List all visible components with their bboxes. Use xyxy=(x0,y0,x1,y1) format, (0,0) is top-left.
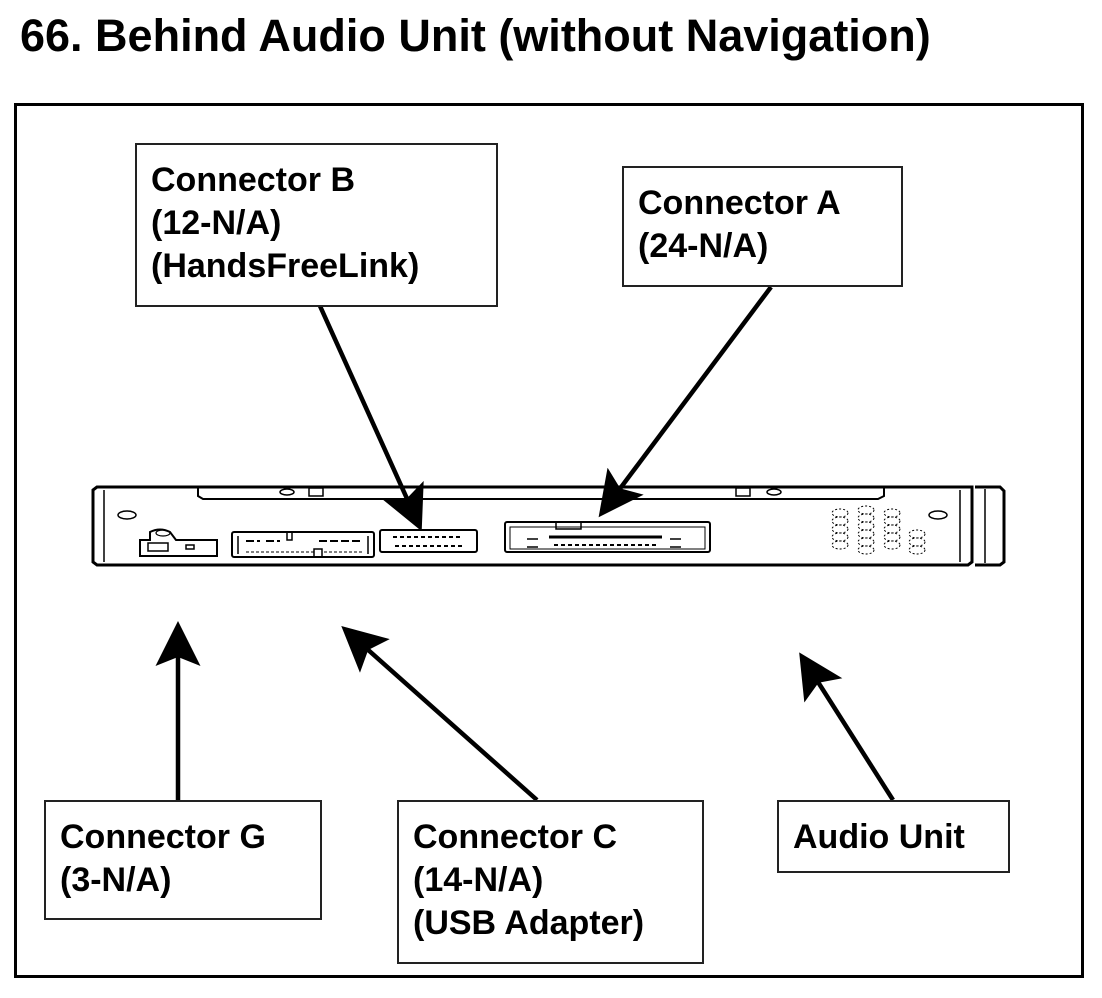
label-connector-g: Connector G (3-N/A) xyxy=(44,800,322,920)
label-line: (HandsFreeLink) xyxy=(151,247,420,285)
label-connector-b: Connector B (12-N/A) (HandsFreeLink) xyxy=(135,143,498,307)
label-line: (24-N/A) xyxy=(638,227,769,265)
label-audio-unit: Audio Unit xyxy=(777,800,1010,873)
connector-a-socket xyxy=(504,521,711,553)
arrow-connector-a xyxy=(598,285,773,518)
label-connector-a: Connector A (24-N/A) xyxy=(622,166,903,287)
label-connector-c: Connector C (14-N/A) (USB Adapter) xyxy=(397,800,704,964)
leader-arrows xyxy=(155,285,895,802)
connector-c-socket xyxy=(231,531,375,558)
label-line: Connector G xyxy=(60,818,266,856)
label-line: Audio Unit xyxy=(793,818,965,856)
connector-b-socket xyxy=(379,529,478,553)
label-line: (USB Adapter) xyxy=(413,904,645,942)
label-line: Connector B xyxy=(151,161,355,199)
arrow-audio-unit xyxy=(799,652,895,802)
label-line: Connector A xyxy=(638,184,841,222)
label-line: Connector C xyxy=(413,818,617,856)
arrow-connector-c xyxy=(341,626,539,802)
label-line: (14-N/A) xyxy=(413,861,544,899)
connector-g-socket xyxy=(139,528,218,557)
diagram-frame xyxy=(14,103,1084,978)
arrow-connector-b xyxy=(317,305,424,532)
audio-unit-body xyxy=(91,485,1006,567)
label-line: (12-N/A) xyxy=(151,204,282,242)
page-title: 66. Behind Audio Unit (without Navigatio… xyxy=(20,10,931,61)
vent-grille xyxy=(831,505,926,555)
label-line: (3-N/A) xyxy=(60,861,172,899)
